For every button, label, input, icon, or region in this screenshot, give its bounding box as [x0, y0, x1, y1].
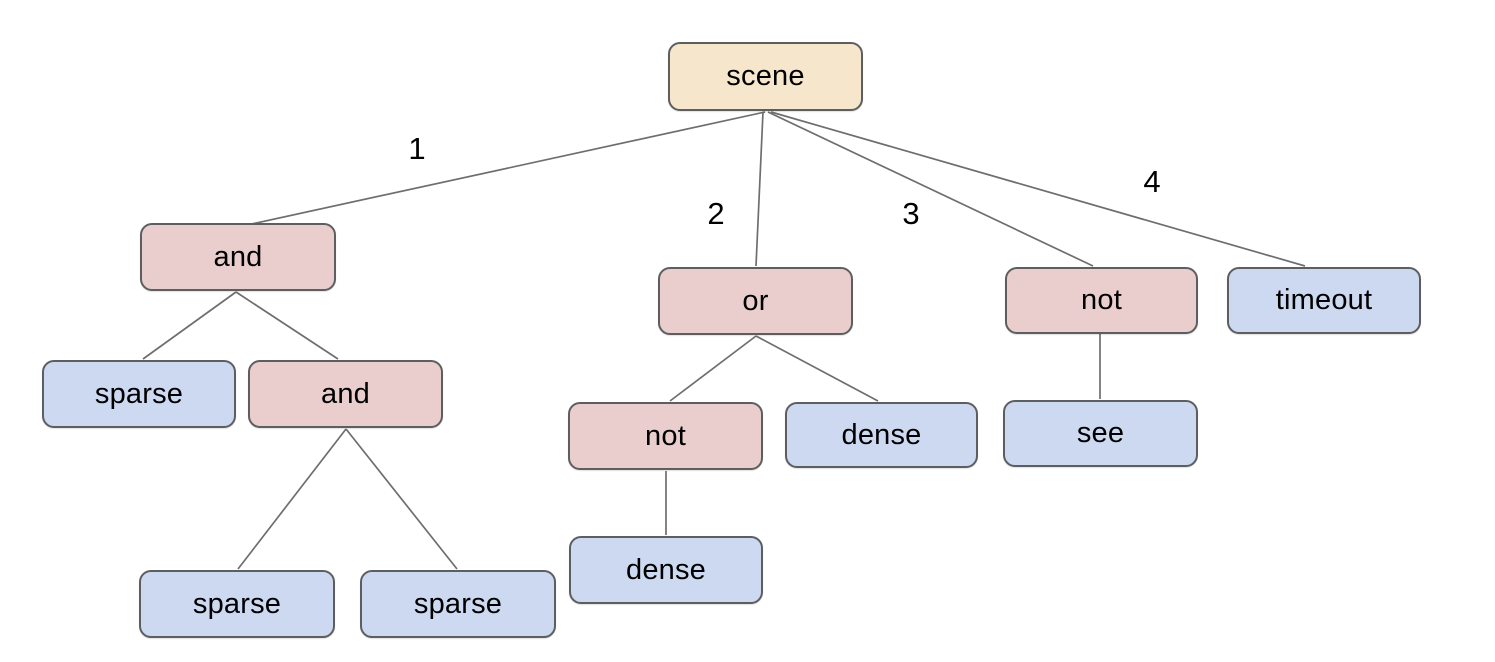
edge-label-1: 1 [408, 131, 426, 166]
edge-scene-timeout [770, 111, 1306, 267]
node-or: or [658, 267, 853, 335]
edge-or-dense [755, 335, 879, 402]
edge-and2-sparse3 [345, 428, 458, 570]
node-timeout: timeout [1227, 267, 1421, 334]
edge-and-sparse [142, 291, 237, 360]
node-dense-bottom: dense [569, 536, 763, 604]
node-scene: scene [668, 42, 863, 111]
node-and: and [140, 223, 336, 291]
edge-or-not [669, 335, 757, 402]
node-see: see [1003, 400, 1198, 467]
edge-scene-not [767, 111, 1094, 267]
edge-and2-sparse2 [237, 428, 347, 570]
node-not-nested: not [568, 402, 763, 470]
edge-label-2: 2 [707, 196, 725, 231]
node-sparse-bottom-right: sparse [360, 570, 556, 638]
edge-label-4: 4 [1143, 164, 1161, 199]
edge-scene-or [755, 111, 764, 267]
edge-scene-and [246, 111, 766, 226]
node-sparse-bottom-left: sparse [139, 570, 335, 638]
node-dense: dense [785, 402, 978, 468]
node-not: not [1005, 267, 1198, 334]
node-and-nested: and [248, 360, 443, 428]
edge-and-and [235, 291, 339, 360]
node-sparse: sparse [42, 360, 236, 428]
edge-label-3: 3 [902, 196, 920, 231]
